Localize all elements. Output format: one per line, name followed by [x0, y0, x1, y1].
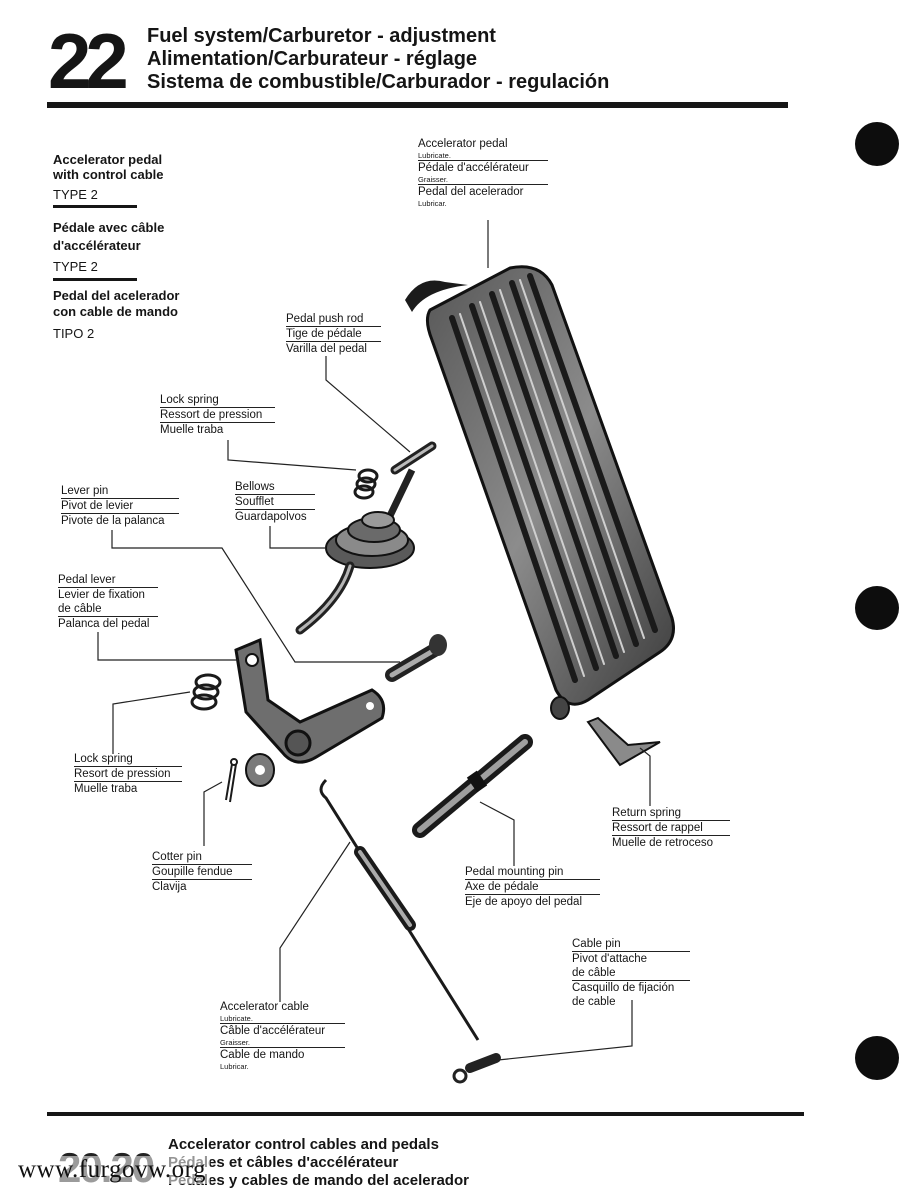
- label-pedal-push-rod: Pedal push rod Tige de pédale Varilla de…: [286, 312, 381, 356]
- label-fr: Câble d'accélérateur: [220, 1025, 326, 1037]
- watermark: www.furgovw.org: [14, 1156, 211, 1184]
- label-en: Pedal push rod: [286, 312, 381, 327]
- lever-pin-drawing: [385, 634, 447, 682]
- label-note-en: Lubricate.: [220, 1014, 345, 1024]
- header-rule: [47, 102, 788, 108]
- label-bellows: Bellows Soufflet Guardapolvos: [235, 480, 315, 524]
- type-fr: TYPE 2: [53, 259, 98, 274]
- heading-fr-line-2: d'accélérateur: [53, 238, 141, 253]
- label-es: Clavija: [152, 881, 187, 893]
- label-fr: Tige de pédale: [286, 327, 381, 342]
- label-en: Lever pin: [61, 484, 179, 499]
- label-note-fr: Graisser.: [418, 175, 548, 185]
- lock-spring-top-drawing: [353, 468, 379, 500]
- footer-rule: [47, 1112, 804, 1116]
- page-title-en: Fuel system/Carburetor - adjustment: [147, 25, 496, 47]
- label-en: Lock spring: [74, 752, 182, 767]
- label-cable-pin: Cable pin Pivot d'attache de câble Casqu…: [572, 937, 690, 1009]
- label-note-en: Lubricate.: [418, 151, 548, 161]
- label-es-line-1: Casquillo de fijación: [572, 982, 675, 994]
- heading-en-line-2: with control cable: [53, 167, 164, 182]
- page-title-es: Sistema de combustible/Carburador - regu…: [147, 71, 610, 93]
- section-number: 22: [48, 17, 129, 105]
- label-fr: Axe de pédale: [465, 880, 600, 895]
- label-en: Lock spring: [160, 393, 275, 408]
- label-es: Muelle traba: [160, 424, 224, 436]
- label-fr: Resort de pression: [74, 767, 182, 782]
- label-cotter-pin: Cotter pin Goupille fendue Clavija: [152, 850, 252, 894]
- label-fr-line-2: de câble: [572, 966, 690, 981]
- label-en: Accelerator pedal: [418, 138, 508, 150]
- label-en: Cotter pin: [152, 850, 252, 865]
- heading-divider: [53, 278, 137, 281]
- footer-title-fr: Pédales et câbles d'accélérateur: [168, 1154, 399, 1171]
- label-fr-line-1: Levier de fixation: [58, 589, 145, 601]
- washer-drawing: [245, 753, 275, 787]
- label-lock-spring-bottom: Lock spring Resort de pression Muelle tr…: [74, 752, 182, 796]
- label-lock-spring-top: Lock spring Ressort de pression Muelle t…: [160, 393, 275, 437]
- push-rod-bellows-drawing: [295, 441, 437, 635]
- heading-fr-line-1: Pédale avec câble: [53, 220, 165, 235]
- label-fr-line-2: de câble: [58, 602, 158, 617]
- page-title-fr: Alimentation/Carburateur - réglage: [147, 48, 478, 70]
- label-fr: Pivot de levier: [61, 499, 179, 514]
- lock-spring-bottom-drawing: [190, 673, 222, 711]
- binder-hole-middle: [855, 586, 899, 630]
- label-return-spring: Return spring Ressort de rappel Muelle d…: [612, 806, 730, 850]
- label-note-es: Lubricar.: [220, 1062, 249, 1071]
- binder-hole-top: [855, 122, 899, 166]
- label-en: Return spring: [612, 806, 730, 821]
- footer-title-en: Accelerator control cables and pedals: [168, 1136, 439, 1153]
- label-fr: Ressort de rappel: [612, 821, 730, 836]
- label-fr: Pédale d'accélérateur: [418, 162, 529, 174]
- label-es: Muelle de retroceso: [612, 837, 713, 849]
- accelerator-pedal-drawing: [405, 265, 675, 720]
- label-note-fr: Graisser.: [220, 1038, 345, 1048]
- label-pedal-mounting-pin: Pedal mounting pin Axe de pédale Eje de …: [465, 865, 600, 909]
- label-es: Pivote de la palanca: [61, 515, 165, 527]
- callout-leader-lines: [97, 220, 651, 1061]
- return-spring-drawing: [586, 716, 661, 767]
- label-en: Pedal mounting pin: [465, 865, 600, 880]
- label-es: Cable de mando: [220, 1049, 305, 1061]
- label-pedal-lever: Pedal lever Levier de fixation de câble …: [58, 573, 158, 631]
- type-es: TIPO 2: [53, 326, 95, 341]
- binder-hole-bottom: [855, 1036, 899, 1080]
- label-es: Guardapolvos: [235, 511, 307, 523]
- pedal-mounting-pin-drawing: [412, 734, 533, 838]
- label-fr: Ressort de pression: [160, 408, 275, 423]
- label-es: Muelle traba: [74, 783, 138, 795]
- label-accelerator-pedal: Accelerator pedal Lubricate. Pédale d'ac…: [418, 137, 548, 208]
- label-es: Varilla del pedal: [286, 343, 367, 355]
- footer-title-es: Pedales y cables de mando del acelerador: [168, 1172, 469, 1189]
- heading-divider: [53, 205, 137, 208]
- label-en: Accelerator cable: [220, 1001, 309, 1013]
- label-es: Eje de apoyo del pedal: [465, 896, 583, 908]
- type-en: TYPE 2: [53, 187, 98, 202]
- heading-es-line-2: con cable de mando: [53, 304, 178, 319]
- cotter-pin-drawing: [225, 758, 238, 803]
- label-lever-pin: Lever pin Pivot de levier Pivote de la p…: [61, 484, 179, 528]
- cable-pin-drawing: [452, 1053, 501, 1084]
- label-es: Pedal del acelerador: [418, 186, 524, 198]
- label-fr-line-1: Pivot d'attache: [572, 953, 648, 965]
- label-accelerator-cable: Accelerator cable Lubricate. Câble d'acc…: [220, 1000, 345, 1071]
- heading-es-line-1: Pedal del acelerador: [53, 288, 180, 303]
- label-fr: Soufflet: [235, 495, 315, 510]
- label-note-es: Lubricar.: [418, 199, 447, 208]
- label-en: Cable pin: [572, 937, 690, 952]
- pedal-lever-drawing: [234, 637, 386, 764]
- label-fr: Goupille fendue: [152, 865, 252, 880]
- label-es: Palanca del pedal: [58, 618, 150, 630]
- heading-en-line-1: Accelerator pedal: [53, 152, 163, 167]
- label-es-line-2: de cable: [572, 996, 616, 1008]
- label-en: Bellows: [235, 480, 315, 495]
- accelerator-cable-drawing: [319, 778, 480, 1041]
- label-en: Pedal lever: [58, 573, 158, 588]
